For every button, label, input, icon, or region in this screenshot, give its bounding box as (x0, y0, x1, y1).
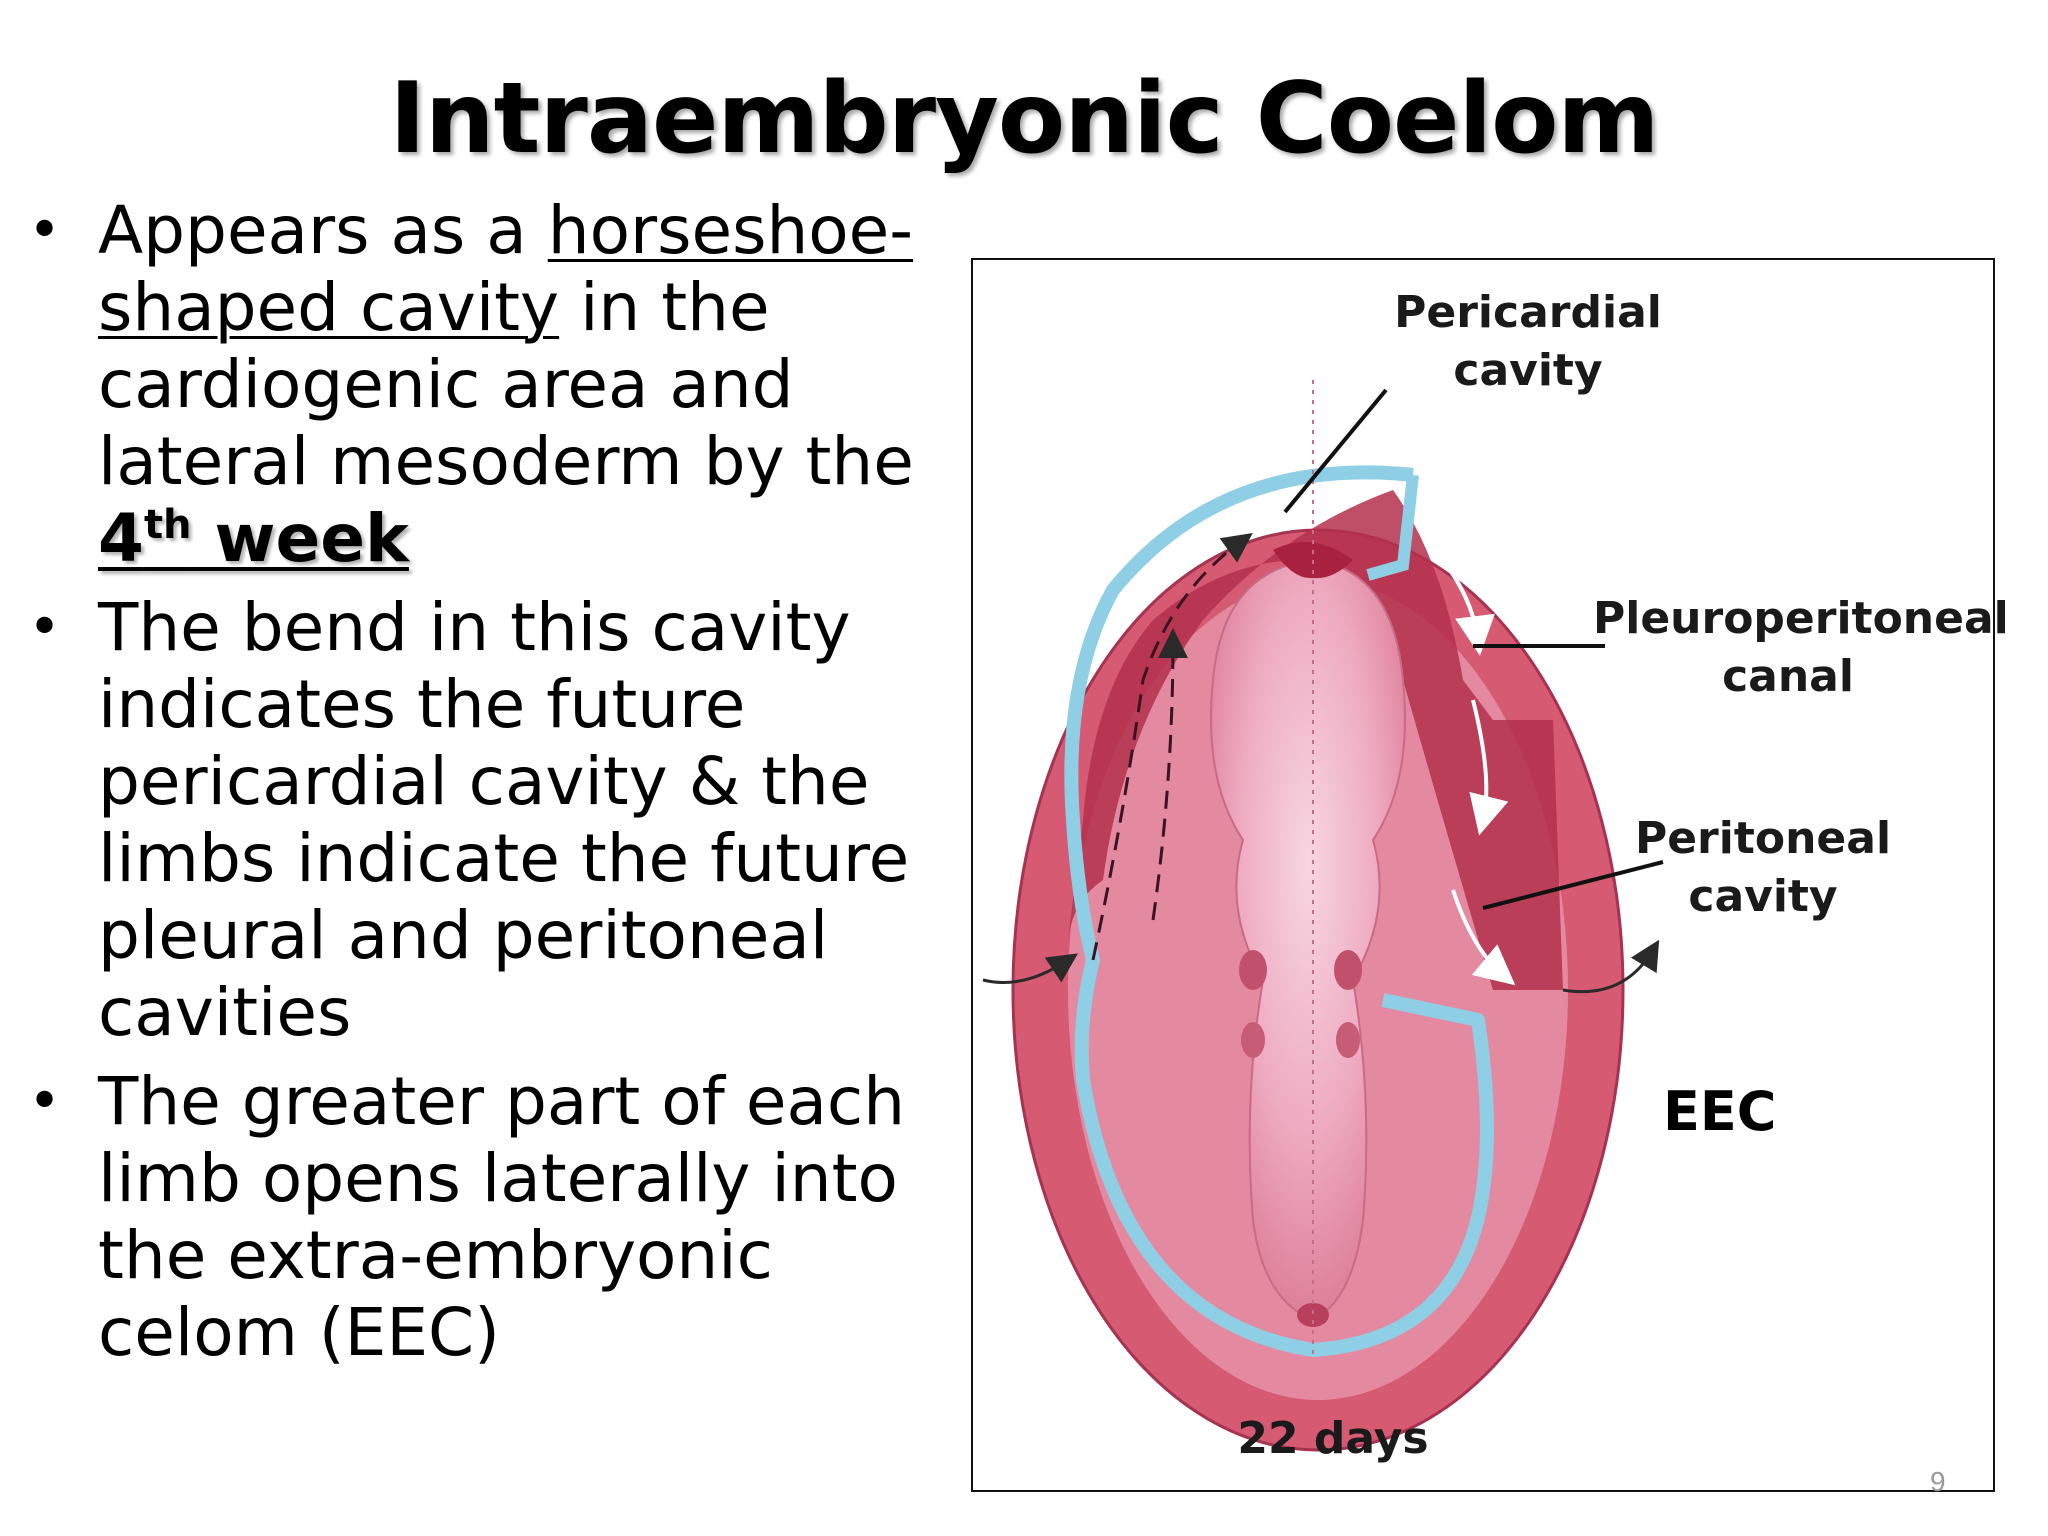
bullet-1-emphasis: 4th week (98, 500, 409, 577)
embryo-illustration (982, 380, 1664, 1452)
bullet-1-pre: Appears as a (98, 192, 548, 269)
horseshoe-coelom (1068, 490, 1563, 990)
bullet-dot: • (28, 595, 62, 660)
bullet-item-2: • The bend in this cavity indicates the … (22, 589, 982, 1051)
bullet-2-text: The bend in this cavity indicates the fu… (98, 589, 910, 1051)
bullet-dot: • (28, 1069, 62, 1134)
bullet-3-text: The greater part of each limb opens late… (98, 1063, 906, 1371)
label-pleuroperitoneal-canal: Pleuroperitoneal canal (1593, 593, 2009, 702)
bullet-1-emph-word: week (191, 500, 409, 577)
bullet-item-3: • The greater part of each limb opens la… (22, 1063, 982, 1371)
bullet-list: • Appears as a horseshoe-shaped cavity i… (22, 192, 982, 1383)
bullet-dot: • (28, 198, 62, 263)
bullet-1-emph-sup: th (143, 502, 192, 548)
label-eec: EEC (1663, 1080, 1777, 1143)
cavity-boundary (1064, 465, 1494, 1357)
bullet-1-mid: in the cardiogenic area and lateral meso… (98, 269, 914, 500)
page-number: 9 (1930, 1466, 1946, 1497)
bullet-1-emph-num: 4 (98, 500, 144, 577)
embryo-diagram: Pericardial cavity Pleuroperitoneal cana… (971, 258, 2009, 1492)
label-pericardial-cavity: Pericardial cavity (1394, 287, 1662, 396)
slide-title: Intraembryonic Coelom (389, 62, 1659, 176)
label-peritoneal-cavity: Peritoneal cavity (1634, 813, 1892, 922)
bullet-1-underlined: horseshoe-shaped cavity (98, 192, 914, 346)
label-age: 22 days (1237, 1413, 1429, 1464)
bullet-item-1: • Appears as a horseshoe-shaped cavity i… (22, 192, 982, 577)
